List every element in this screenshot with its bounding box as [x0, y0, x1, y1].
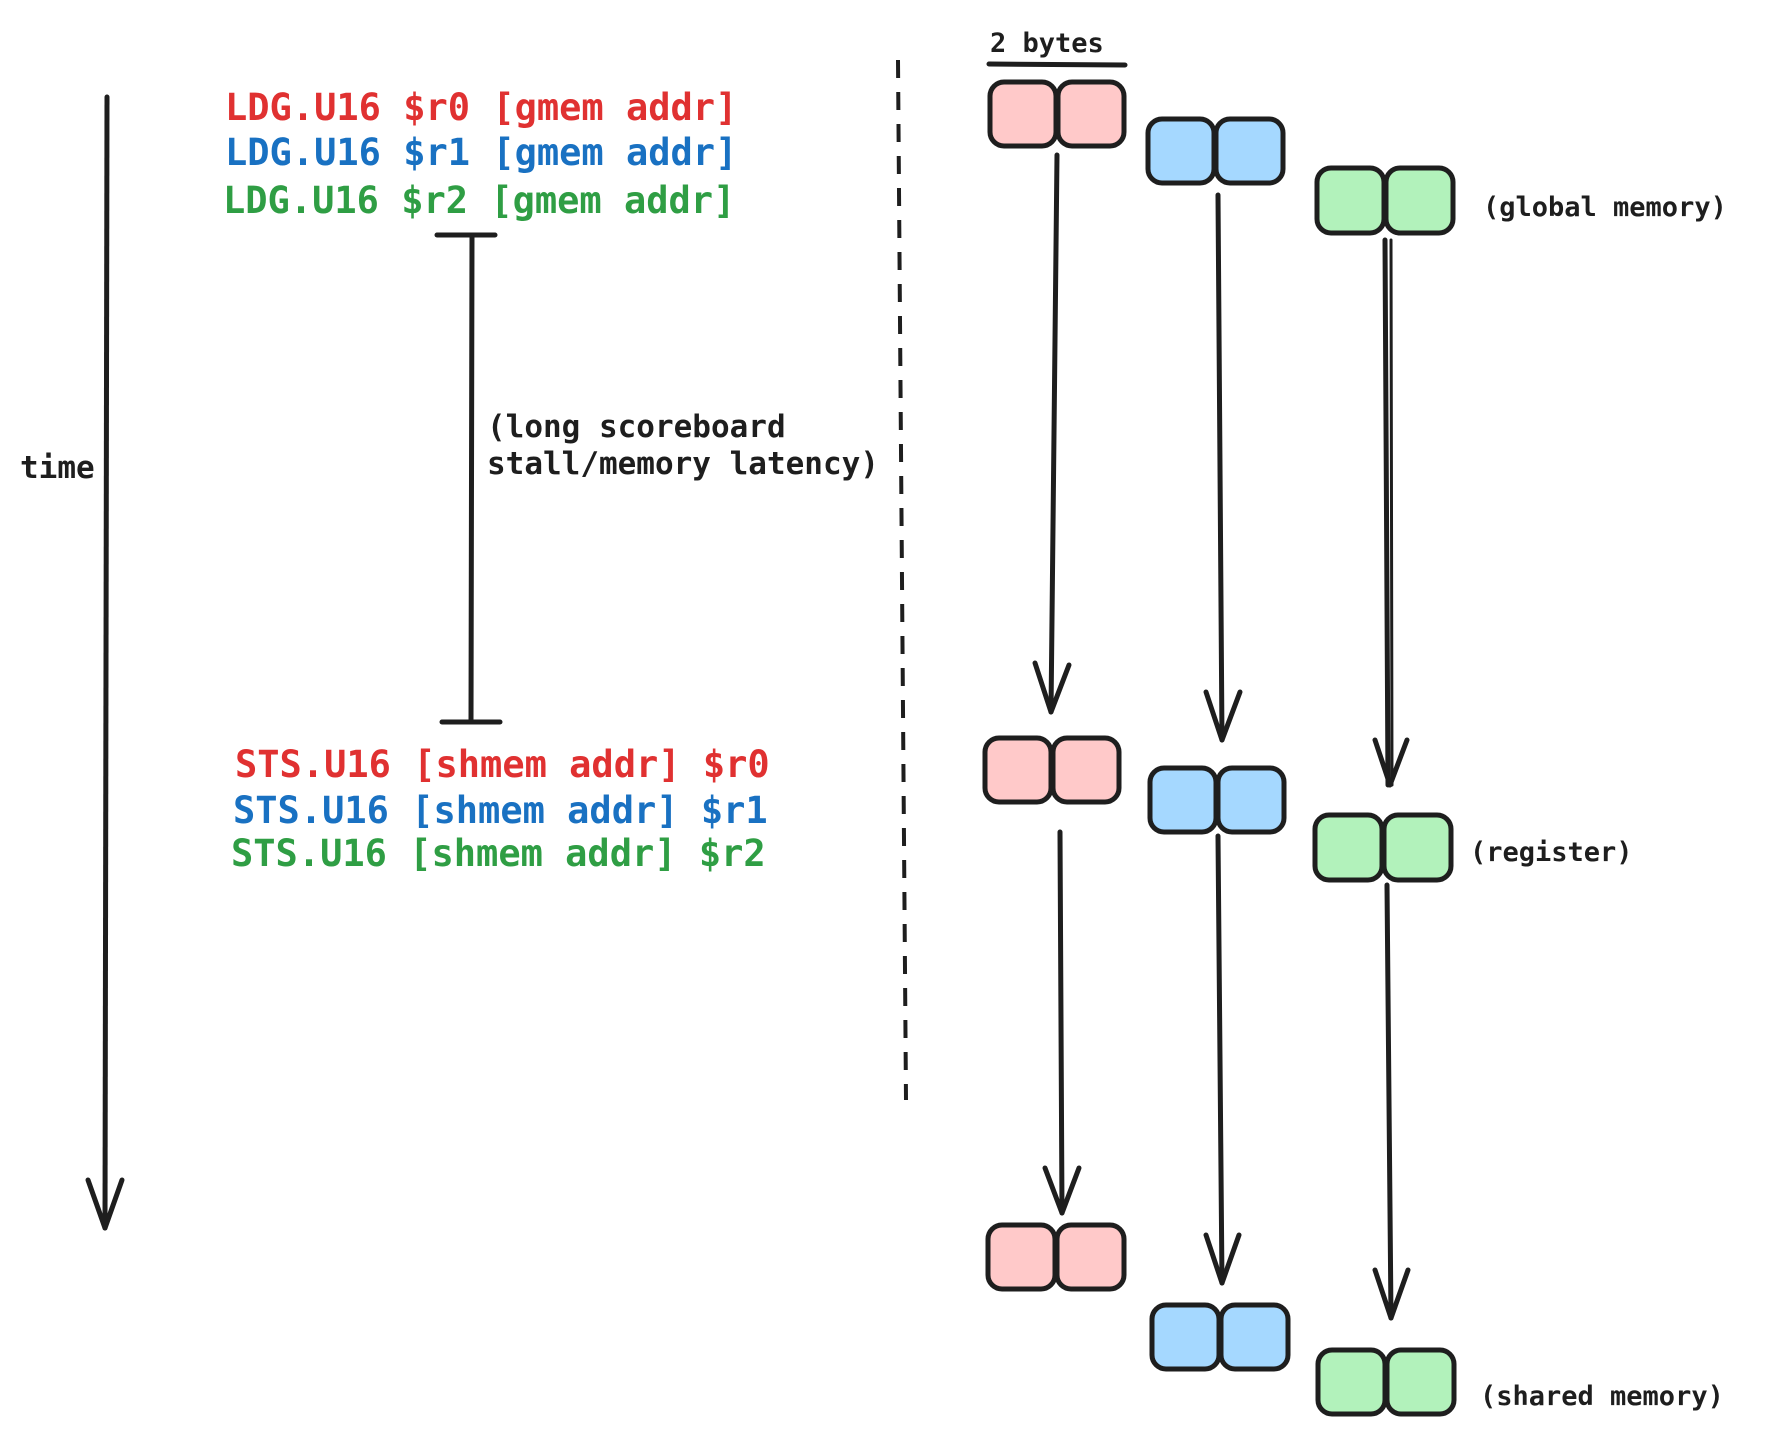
byte-cell: [987, 79, 1059, 149]
byte-pair-green-register: [1312, 812, 1454, 883]
arrowhead: [1203, 1232, 1242, 1286]
arrow-red-to-shared: [1057, 829, 1065, 1216]
byte-pair-red-register: [982, 735, 1122, 805]
byte-pair-green-shared: [1315, 1347, 1457, 1417]
byte-cell: [1215, 765, 1287, 835]
sts-reg-r2: $r2: [699, 832, 766, 875]
ldg-reg-r1: $r1: [403, 131, 470, 174]
byte-cell: [1312, 812, 1385, 883]
latency-note-line-1: (long scoreboard: [487, 409, 786, 445]
arrow-green-to-register-trace: [1389, 238, 1394, 787]
sts-reg-r1: $r1: [701, 789, 768, 832]
byte-pair-red-global: [987, 79, 1127, 149]
arrow-green-to-shared: [1384, 882, 1394, 1321]
byte-cell: [1315, 1347, 1388, 1417]
time-axis-arrowhead: [85, 1177, 125, 1231]
arrowhead: [1372, 737, 1410, 788]
byte-cell: [1145, 116, 1217, 186]
byte-cell: [1314, 165, 1387, 236]
ldg-addr-r1: [gmem addr]: [492, 131, 737, 174]
ldg-op-r1: LDG.U16: [225, 131, 381, 174]
byte-pair-blue-shared: [1149, 1302, 1291, 1372]
sts-op-r0: STS.U16: [235, 743, 391, 786]
ldg-reg-r2: $r2: [401, 179, 468, 222]
ldg-addr-r2: [gmem addr]: [490, 179, 735, 222]
byte-cell: [1218, 1302, 1291, 1372]
sts-addr-r2: [shmem addr]: [409, 832, 676, 875]
byte-cell: [1384, 1347, 1457, 1417]
byte-cell: [1149, 1302, 1222, 1372]
arrowhead: [1372, 1267, 1411, 1321]
arrowhead: [1042, 1165, 1082, 1216]
ldg-op-r0: LDG.U16: [225, 86, 381, 129]
latency-note: (long scoreboard stall/memory latency): [487, 409, 879, 482]
latency-note-line-2: stall/memory latency): [487, 446, 879, 482]
sts-addr-r0: [shmem addr]: [413, 743, 680, 786]
time-label: time: [20, 450, 95, 486]
ldg-line-r2: LDG.U16 $r2 [gmem addr]: [223, 179, 735, 222]
level-label-global: (global memory): [1483, 192, 1727, 223]
arrow-green-to-register: [1382, 237, 1391, 788]
sts-addr-r1: [shmem addr]: [411, 789, 678, 832]
byte-cell: [1383, 165, 1456, 236]
ldg-op-r2: LDG.U16: [223, 179, 379, 222]
byte-cell: [1147, 765, 1219, 835]
divider-dashed-line: [896, 59, 908, 1101]
ldg-line-r1: LDG.U16 $r1 [gmem addr]: [225, 131, 737, 174]
byte-cell: [1213, 116, 1286, 186]
sts-op-r1: STS.U16: [233, 789, 389, 832]
arrowhead: [1032, 660, 1072, 715]
ldg-addr-r0: [gmem addr]: [492, 86, 737, 129]
sts-reg-r0: $r0: [703, 743, 770, 786]
byte-pair-blue-register: [1147, 765, 1287, 835]
arrow-blue-to-register: [1215, 192, 1225, 743]
time-axis-line: [102, 94, 110, 1231]
latency-bracket-stem: [468, 232, 475, 725]
byte-cell: [1054, 1222, 1127, 1292]
byte-cell: [1381, 812, 1454, 883]
byte-cell: [1055, 79, 1127, 149]
ldg-reg-r0: $r0: [403, 86, 470, 129]
arrowhead: [1203, 689, 1243, 743]
byte-cell: [982, 735, 1054, 805]
sts-line-r2: STS.U16 [shmem addr] $r2: [231, 832, 766, 875]
arrow-blue-to-shared: [1215, 833, 1225, 1286]
sts-line-r0: STS.U16 [shmem addr] $r0: [235, 743, 770, 786]
level-label-shared: (shared memory): [1480, 1381, 1724, 1412]
byte-pair-green-global: [1314, 165, 1456, 236]
byte-pair-blue-global: [1145, 116, 1286, 186]
level-label-register: (register): [1470, 837, 1633, 868]
byte-cell: [1050, 735, 1122, 805]
ldg-line-r0: LDG.U16 $r0 [gmem addr]: [225, 86, 737, 129]
arrow-red-to-register: [1048, 152, 1060, 715]
sts-line-r1: STS.U16 [shmem addr] $r1: [233, 789, 768, 832]
bytes-underline: [986, 61, 1128, 68]
sts-op-r2: STS.U16: [231, 832, 387, 875]
bytes-label: 2 bytes: [990, 28, 1104, 59]
byte-pair-red-shared: [985, 1222, 1127, 1292]
byte-cell: [985, 1222, 1058, 1292]
